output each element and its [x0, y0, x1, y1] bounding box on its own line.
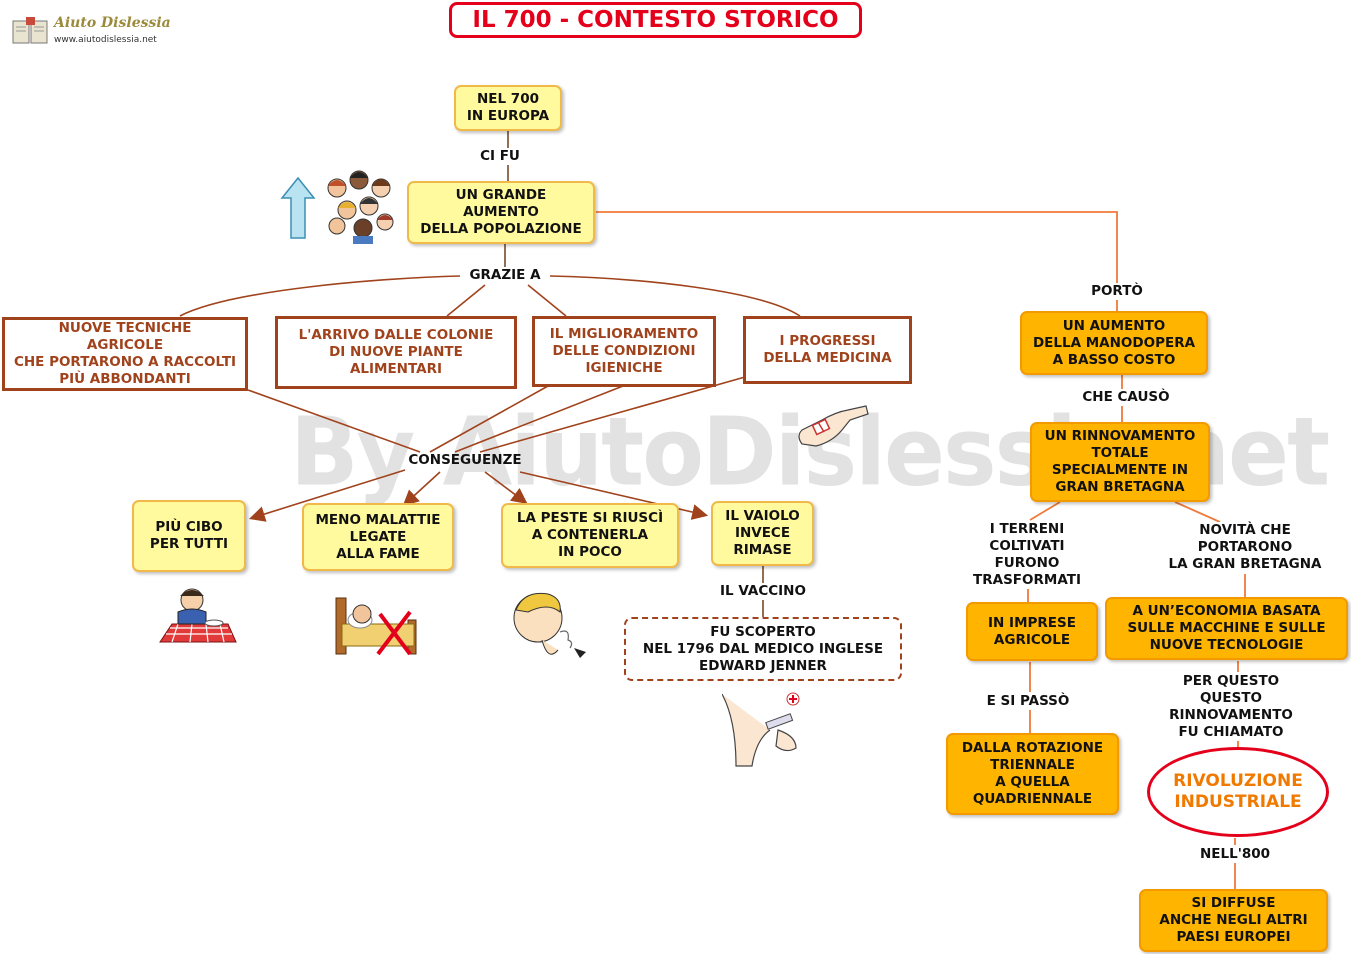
vaccine-syringe-icon — [722, 692, 800, 767]
node-rivoluzione-industriale: RIVOLUZIONE INDUSTRIALE — [1147, 747, 1329, 837]
node-piu-cibo: PIÙ CIBO PER TUTTI — [132, 500, 246, 572]
people-group-icon — [327, 170, 394, 244]
node-imprese-agricole: IN IMPRESE AGRICOLE — [966, 602, 1098, 661]
hand-bandage-icon — [798, 405, 869, 447]
node-manodopera: UN AUMENTO DELLA MANODOPERA A BASSO COST… — [1020, 311, 1208, 375]
node-jenner: FU SCOPERTO NEL 1796 DAL MEDICO INGLESE … — [624, 617, 902, 681]
label-terreni: I TERRENI COLTIVATI FURONO TRASFORMATI — [962, 521, 1092, 589]
label-per-questo: PER QUESTO QUESTO RINNOVAMENTO FU CHIAMA… — [1155, 673, 1307, 741]
node-miglioramento-igieniche: IL MIGLIORAMENTO DELLE CONDIZIONI IGIENI… — [532, 316, 716, 387]
sick-in-bed-icon — [335, 597, 417, 656]
node-economia-macchine: A UN’ECONOMIA BASATA SULLE MACCHINE E SU… — [1105, 597, 1348, 660]
node-rinnovamento: UN RINNOVAMENTO TOTALE SPECIALMENTE IN G… — [1030, 422, 1210, 502]
sneezing-child-icon — [513, 592, 586, 658]
node-vaiolo: IL VAIOLO INVECE RIMASE — [711, 501, 814, 566]
node-aumento-popolazione: UN GRANDE AUMENTO DELLA POPOLAZIONE — [407, 181, 595, 244]
node-arrivo-colonie: L'ARRIVO DALLE COLONIE DI NUOVE PIANTE A… — [275, 316, 517, 389]
books-logo-icon — [12, 17, 48, 44]
node-rotazione: DALLA ROTAZIONE TRIENNALE A QUELLA QUADR… — [946, 733, 1119, 815]
label-porto: PORTÒ — [1085, 283, 1149, 300]
label-ci-fu: CI FU — [474, 148, 526, 165]
label-il-vaccino: IL VACCINO — [712, 583, 814, 600]
label-si-passo: E SI PASSÒ — [978, 693, 1078, 710]
label-conseguenze: CONSEGUENZE — [408, 452, 522, 468]
node-meno-malattie: MENO MALATTIE LEGATE ALLA FAME — [302, 503, 454, 571]
node-nuove-tecniche: NUOVE TECNICHE AGRICOLE CHE PORTARONO A … — [2, 317, 248, 391]
label-novita: NOVITÀ CHE PORTARONO LA GRAN BRETAGNA — [1150, 522, 1340, 573]
up-arrow-icon — [280, 176, 316, 239]
node-si-diffuse: SI DIFFUSE ANCHE NEGLI ALTRI PAESI EUROP… — [1139, 889, 1328, 952]
label-nell-800: NELL'800 — [1190, 846, 1280, 863]
page-title: IL 700 - CONTESTO STORICO — [449, 2, 862, 38]
label-grazie-a: GRAZIE A — [460, 267, 550, 284]
label-che-causo: CHE CAUSÒ — [1075, 389, 1177, 406]
node-progressi-medicina: I PROGRESSI DELLA MEDICINA — [743, 316, 912, 384]
node-nel-700-europa: NEL 700 IN EUROPA — [454, 85, 562, 131]
eating-person-icon — [159, 588, 237, 643]
site-logo[interactable]: Aiuto Dislessia www.aiutodislessia.net — [12, 13, 172, 49]
logo-url: www.aiutodislessia.net — [54, 35, 157, 45]
node-peste: LA PESTE SI RIUSCÌ A CONTENERLA IN POCO — [501, 503, 679, 568]
logo-name: Aiuto Dislessia — [54, 15, 171, 31]
